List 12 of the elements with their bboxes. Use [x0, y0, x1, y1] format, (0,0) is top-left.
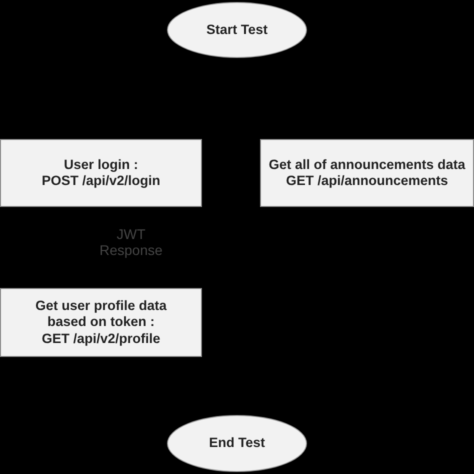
- process-box: [0, 288, 202, 357]
- process-box: [0, 139, 202, 207]
- node-text: User login :: [64, 156, 138, 173]
- node-text: POST /api/v2/login: [42, 173, 160, 190]
- node-text: GET /api/announcements: [286, 173, 448, 190]
- node-text: Get all of announcements data: [268, 156, 466, 173]
- process-box: [260, 139, 474, 207]
- node-text: End Test: [208, 435, 265, 452]
- node-text: Start Test: [206, 22, 268, 38]
- note-label: JWT Response: [98, 226, 164, 258]
- node-text: GET /api/v2/profile: [42, 330, 160, 348]
- node-text: Get user profile data based on token :: [34, 298, 168, 331]
